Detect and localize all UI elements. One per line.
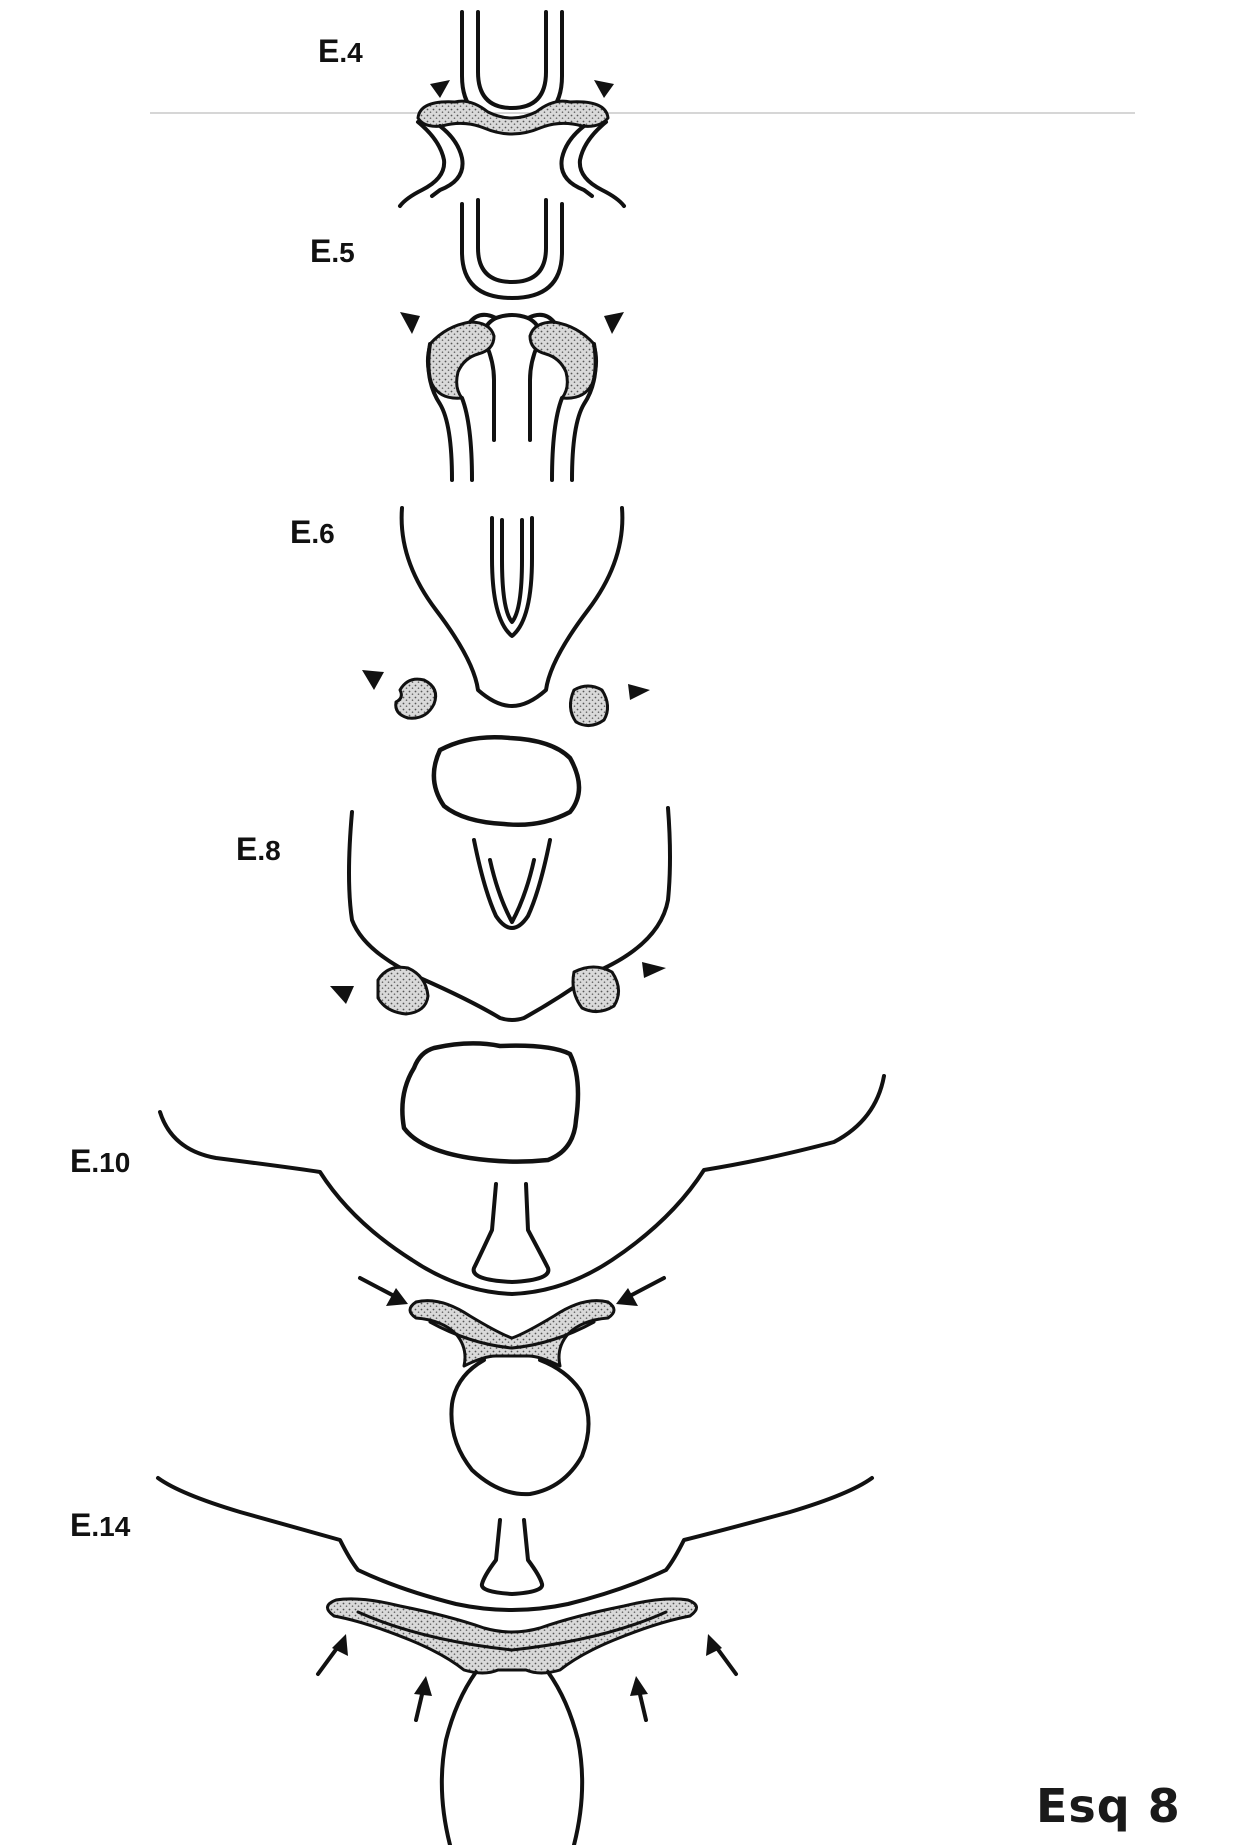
neural-groove-inner [502, 520, 522, 622]
stage-label-e8: E.8 [236, 831, 281, 867]
body-wall-left-inner [462, 398, 472, 480]
stippled-somite-left-e6 [396, 679, 436, 718]
arrowhead-marker [400, 312, 420, 334]
figure-label: Esq 8 [1036, 1779, 1181, 1833]
arrowhead-marker [604, 312, 624, 334]
neural-groove-outer [492, 518, 532, 636]
arrowhead-marker [630, 1676, 648, 1696]
stippled-layer-e10 [410, 1301, 614, 1366]
body-outline-e14 [158, 1478, 872, 1610]
gut-sac-left-e14 [442, 1672, 476, 1845]
arrowhead-marker [330, 986, 354, 1004]
body-wall-left-inner [432, 126, 463, 196]
neural-groove-outer [474, 840, 550, 928]
body-outline-e6 [402, 508, 623, 706]
arrowhead-marker [362, 670, 384, 690]
stage-e4-section: E.4 [318, 12, 624, 206]
neural-tube-inner [478, 12, 546, 108]
stippled-somite-right-e6 [570, 686, 607, 726]
stage-e8-section: E.8 [236, 808, 670, 1162]
stage-e14-section: E.14 [70, 1478, 872, 1845]
neural-tube-e10 [474, 1184, 549, 1282]
arrowhead-marker [386, 1288, 408, 1306]
stage-e6-section: E.6 [290, 508, 650, 825]
stippled-somite-right-e8 [573, 967, 619, 1012]
stippled-layer-right-e5 [530, 322, 597, 398]
body-wall-right-inner [552, 398, 562, 480]
neural-tube-inner [478, 200, 546, 282]
stage-label-e6: E.6 [290, 514, 335, 550]
arrowhead-marker [642, 962, 666, 978]
arrowhead-marker [616, 1288, 638, 1306]
stage-e5-section: E.5 [310, 200, 624, 480]
stippled-layer-left-e5 [427, 322, 494, 398]
arrowhead-marker [628, 684, 650, 700]
stage-label-e10: E.10 [70, 1143, 130, 1179]
gut-sac-e10 [451, 1360, 588, 1494]
stage-label-e5: E.5 [310, 233, 355, 269]
arrowhead-marker [594, 80, 614, 98]
arrowhead-marker [414, 1676, 432, 1696]
notochord-blob-e8 [402, 1043, 578, 1161]
body-wall-right-inner [561, 126, 592, 196]
notochord-blob-e6 [434, 737, 579, 825]
stippled-somite-left-e8 [378, 967, 428, 1014]
neural-tube-e14 [482, 1520, 542, 1594]
stage-label-e4: E.4 [318, 33, 363, 69]
gut-sac-right-e14 [548, 1672, 582, 1845]
stage-label-e14: E.14 [70, 1507, 131, 1543]
arrowhead-marker [430, 80, 450, 98]
